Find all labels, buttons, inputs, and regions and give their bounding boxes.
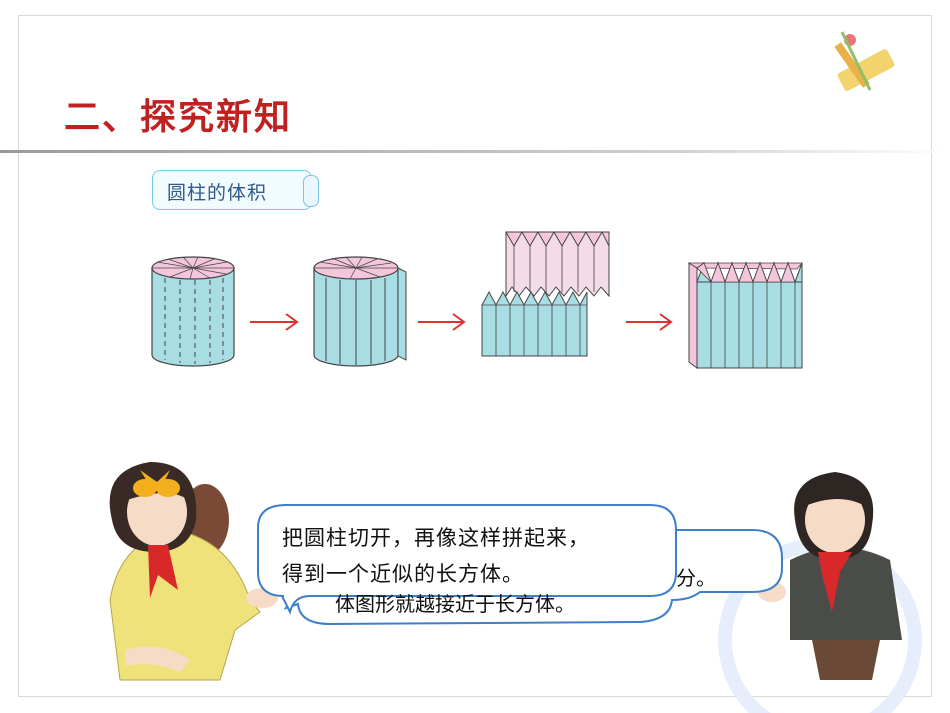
slide-title: 二、探究新知: [64, 96, 293, 138]
right-arrow-icon: [626, 313, 673, 331]
cylinder-pieces-separated: [481, 230, 610, 357]
right-arrow-icon: [418, 313, 466, 331]
approximate-cuboid: [687, 261, 803, 369]
section-label: 圆柱的体积: [152, 170, 319, 210]
cylinder-whole: [151, 256, 235, 367]
boy-illustration: [758, 472, 902, 680]
right-arrow-icon: [250, 313, 299, 331]
cylinder-cut: [313, 256, 407, 367]
main-bubble-line-1: 把圆柱切开，再像这样拼起来，: [282, 526, 590, 550]
title-divider: [0, 150, 950, 153]
girl-illustration: [109, 462, 278, 681]
section-label-text: 圆柱的体积: [167, 182, 268, 204]
back-bubble-fragment-right: 分。: [676, 566, 716, 590]
main-bubble-line-2: 得到一个近似的长方体。: [282, 562, 524, 586]
speech-bubble-main: [257, 504, 677, 615]
slide-frame: [18, 15, 932, 697]
compass-ruler-icon: [834, 31, 895, 91]
scroll-curl-icon: [303, 175, 319, 207]
back-bubble-fragment-bottom: 体图形就越接近于长方体。: [335, 592, 575, 616]
main-bubble-text: 把圆柱切开，再像这样拼起来， 得到一个近似的长方体。: [282, 520, 590, 592]
